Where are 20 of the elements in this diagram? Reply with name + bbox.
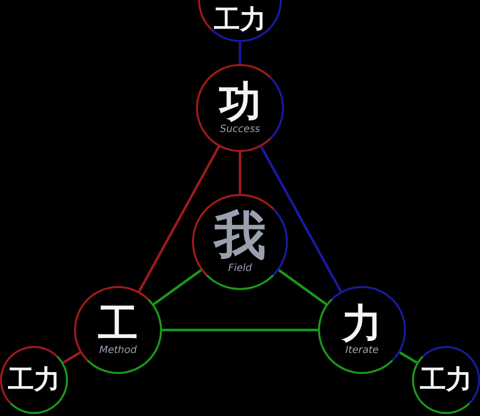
- english-label: Field: [228, 264, 252, 274]
- connector-line: [138, 146, 220, 292]
- character-label: 工: [98, 304, 138, 344]
- character-label: 我: [214, 210, 266, 262]
- connector-line: [238, 42, 242, 64]
- english-label: Iterate: [345, 346, 379, 356]
- character-label: 工力: [420, 367, 472, 393]
- english-label: Success: [220, 125, 260, 135]
- character-label: 力: [342, 304, 382, 344]
- character-label: 工力: [8, 367, 60, 393]
- english-label: Method: [99, 346, 137, 356]
- connector-line: [152, 269, 202, 306]
- connector-line: [260, 146, 342, 292]
- connector-line: [278, 269, 328, 306]
- character-label: 功: [219, 81, 261, 123]
- connector-line: [62, 351, 81, 364]
- connector-line: [238, 152, 242, 194]
- character-label: 工力: [214, 7, 266, 33]
- connector-line: [399, 351, 418, 364]
- connector-line: [162, 328, 318, 332]
